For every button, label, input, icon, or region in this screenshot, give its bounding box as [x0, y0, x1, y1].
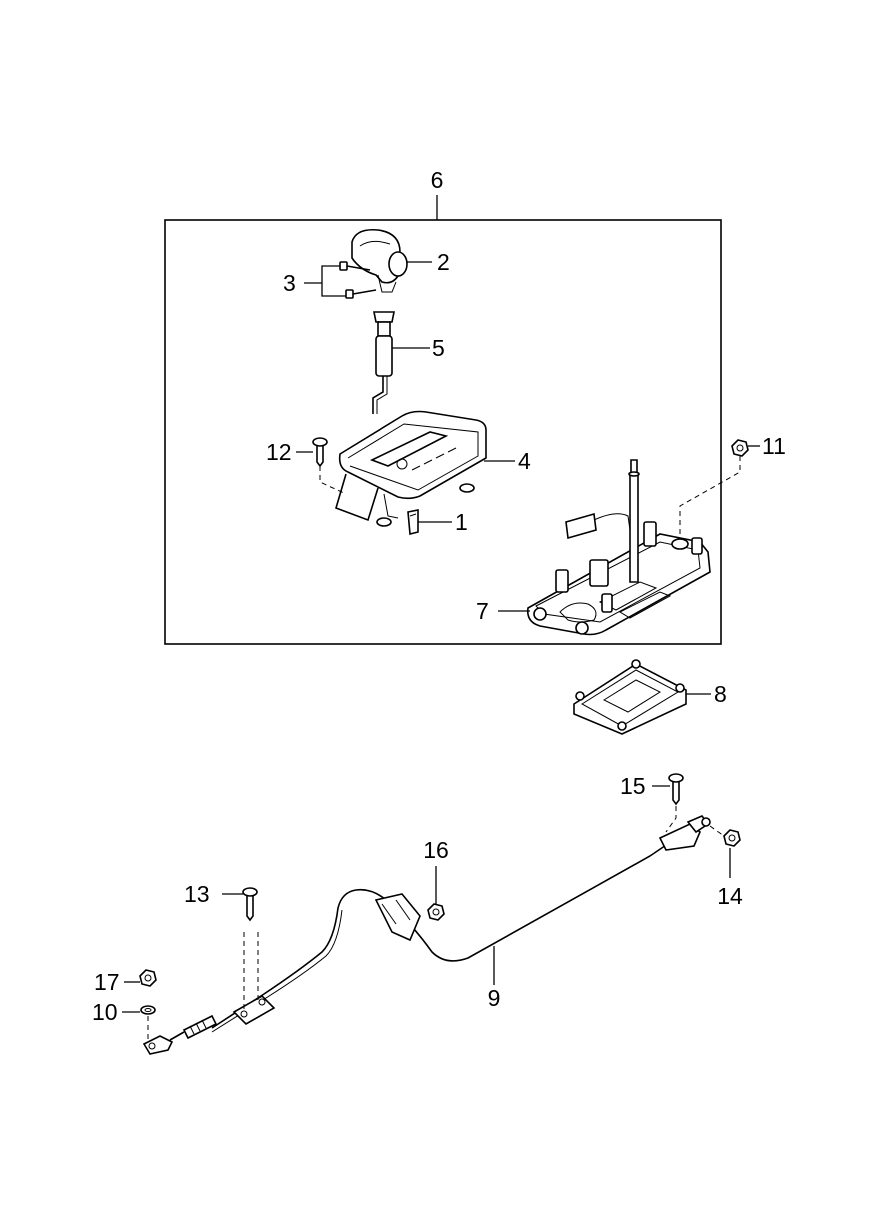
callout-5: 5 — [432, 335, 445, 361]
callout-15: 15 — [620, 773, 646, 799]
callout-9: 9 — [488, 985, 501, 1011]
shift-cable — [142, 815, 711, 1055]
base-nut — [731, 439, 749, 457]
callout-12: 12 — [266, 439, 292, 465]
washer-10 — [140, 1005, 156, 1015]
shift-knob — [351, 228, 408, 293]
indicator-bezel — [335, 410, 487, 527]
callout-1: 1 — [455, 509, 468, 535]
bolt-13-path — [243, 932, 259, 1012]
callout-7: 7 — [476, 598, 489, 624]
cable-bolt-13 — [242, 887, 258, 922]
mounting-plate — [573, 659, 687, 735]
bezel-clip — [407, 509, 419, 536]
callout-16: 16 — [423, 837, 449, 863]
leader-3 — [304, 265, 346, 297]
callout-11: 11 — [762, 433, 786, 459]
callout-4: 4 — [518, 448, 531, 474]
callout-6: 6 — [431, 167, 444, 193]
callout-10: 10 — [92, 999, 118, 1025]
cable-bolt-15 — [668, 773, 684, 806]
callout-17: 17 — [94, 969, 120, 995]
bezel-screw — [312, 437, 328, 468]
callout-3: 3 — [283, 270, 296, 296]
nut-14 — [723, 829, 741, 847]
callout-14: 14 — [717, 883, 743, 909]
shift-rod — [372, 311, 395, 414]
nut-17 — [139, 969, 157, 987]
nut-16 — [427, 903, 445, 921]
nut-11-path — [679, 456, 741, 538]
nut-14-path — [709, 825, 725, 837]
callout-8: 8 — [714, 681, 727, 707]
shifter-base — [526, 459, 711, 636]
assembly-frame — [164, 219, 722, 645]
bolt-15-path — [665, 806, 677, 833]
callout-13: 13 — [184, 881, 210, 907]
callout-2: 2 — [437, 249, 450, 275]
